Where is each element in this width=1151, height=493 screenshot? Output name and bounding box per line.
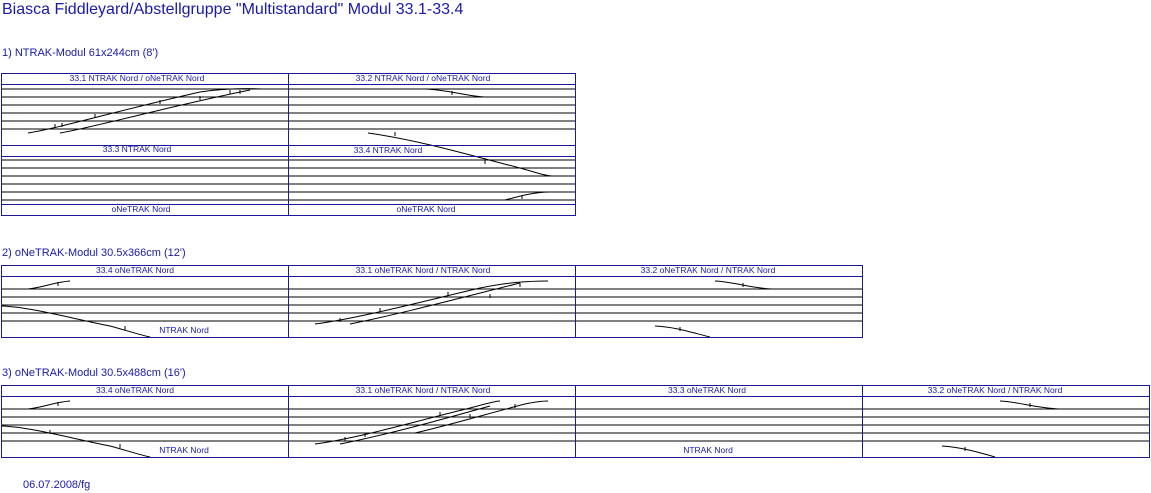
crossover-33-1-c xyxy=(414,400,549,434)
panel-label: 33.2 oNeTRAK Nord / NTRAK Nord xyxy=(928,385,1063,395)
panel-label: 33.4 oNeTRAK Nord xyxy=(96,385,174,395)
panel-label: 33.4 oNeTRAK Nord xyxy=(96,265,174,275)
panel-label: 33.2 NTRAK Nord / oNeTRAK Nord xyxy=(356,73,491,83)
turnout-33-2-bottom xyxy=(654,325,711,338)
panel-33-2 xyxy=(862,385,1150,458)
turnout-33-2-bottom xyxy=(941,445,996,458)
panel-sublabel: NTRAK Nord xyxy=(683,445,733,455)
panel-label: 33.1 NTRAK Nord / oNeTRAK Nord xyxy=(70,73,205,83)
panel-label: 33.1 oNeTRAK Nord / NTRAK Nord xyxy=(356,265,491,275)
switch-ticks-33-1 xyxy=(54,90,241,128)
page-title: Biasca Fiddleyard/Abstellgruppe "Multist… xyxy=(2,1,464,18)
crossover-33-1-a xyxy=(314,280,549,325)
crossover-33-1-a xyxy=(27,88,263,134)
turnout-33-4-top xyxy=(27,400,71,410)
panel-label: 33.3 oNeTRAK Nord xyxy=(668,385,746,395)
panel-label: 33.1 oNeTRAK Nord / NTRAK Nord xyxy=(356,385,491,395)
footer-date: 06.07.2008/fg xyxy=(23,479,91,491)
diagonal-33-4 xyxy=(367,132,553,177)
panel-label: 33.2 oNeTRAK Nord / NTRAK Nord xyxy=(641,265,776,275)
crossover-33-1-a xyxy=(314,400,501,445)
panel-sublabel: NTRAK Nord xyxy=(159,445,209,455)
section-3-label: 3) oNeTRAK-Modul 30.5x488cm (16') xyxy=(2,367,186,379)
panel-label: 33.3 NTRAK Nord xyxy=(103,144,172,154)
turnout-33-4-top xyxy=(27,280,71,290)
module-3: 33.4 oNeTRAK Nord 33.1 oNeTRAK Nord / NT… xyxy=(1,385,1150,458)
module-2: 33.4 oNeTRAK Nord 33.1 oNeTRAK Nord / NT… xyxy=(1,265,863,338)
module-1: 33.1 NTRAK Nord / oNeTRAK Nord 33.2 NTRA… xyxy=(1,73,576,216)
turnout-33-4-b xyxy=(504,191,551,201)
crossover-33-1-b xyxy=(339,405,491,445)
panel-33-2 xyxy=(575,265,863,338)
panel-sublabel: NTRAK Nord xyxy=(159,325,209,335)
panel-33-4 xyxy=(288,145,576,216)
diagonal-33-4-bottom xyxy=(1,425,151,458)
diagonal-33-4-bottom xyxy=(1,305,151,338)
section-1-label: 1) NTRAK-Modul 61x244cm (8') xyxy=(2,47,159,59)
panel-sublabel: oNeTRAK Nord xyxy=(111,204,170,214)
section-2-label: 2) oNeTRAK-Modul 30.5x366cm (12') xyxy=(2,247,186,259)
turnout-33-2 xyxy=(424,88,486,98)
turnout-33-2-top xyxy=(999,400,1061,410)
crossover-33-1-b xyxy=(349,282,521,325)
panel-sublabel: oNeTRAK Nord xyxy=(396,204,455,214)
panel-label: 33.4 NTRAK Nord xyxy=(354,145,423,155)
